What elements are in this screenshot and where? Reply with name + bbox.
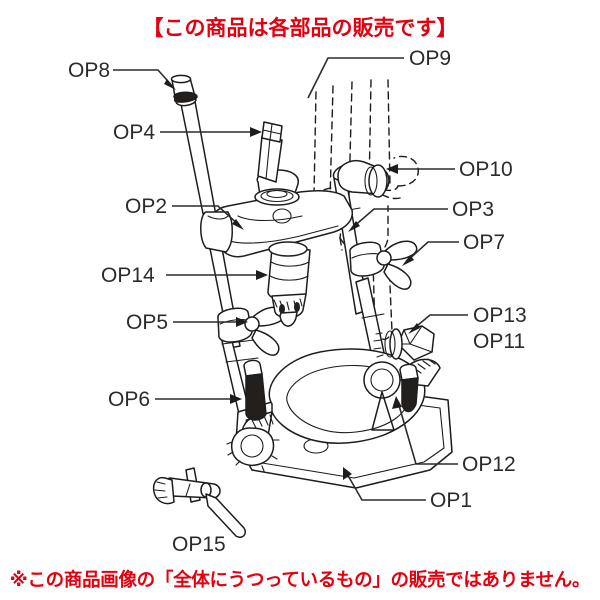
label-op2: OP2 <box>125 195 167 218</box>
label-op15: OP15 <box>172 533 226 556</box>
label-op9: OP9 <box>409 47 451 70</box>
label-op3: OP3 <box>452 198 494 221</box>
hex-hardware-op13-op11 <box>373 325 435 361</box>
label-op13: OP13 <box>473 304 527 327</box>
label-op8: OP8 <box>68 59 110 82</box>
label-op6: OP6 <box>108 388 150 411</box>
chuck-key-op15 <box>152 467 247 539</box>
wing-nut-right-op7 <box>383 240 418 261</box>
part-labels: OP8 OP4 OP2 OP14 OP5 OP6 OP15 OP9 OP10 O… <box>68 47 527 556</box>
spindle-hex-shaft-op4 <box>257 121 283 183</box>
label-op7: OP7 <box>463 231 505 254</box>
base-plate-op1 <box>235 348 453 489</box>
leader-lines <box>113 57 468 501</box>
label-op14: OP14 <box>101 264 155 287</box>
drill-head-bracket-op2 <box>200 169 354 258</box>
label-op5: OP5 <box>126 311 168 334</box>
clamp-bolt-right-op12 <box>399 363 419 413</box>
label-op1: OP1 <box>430 489 472 512</box>
footer-banner: ※この商品画像の「全体にうつっているもの」の販売ではありません。 <box>9 569 591 590</box>
clamp-bolt-left-op6 <box>226 359 280 472</box>
title-banner: 【この商品は各部品の販売です】 <box>142 17 458 40</box>
label-op12: OP12 <box>462 453 516 476</box>
label-op4: OP4 <box>113 121 155 144</box>
label-op10: OP10 <box>459 158 513 181</box>
drill-chuck-op14 <box>267 241 311 327</box>
label-op11: OP11 <box>473 330 525 353</box>
